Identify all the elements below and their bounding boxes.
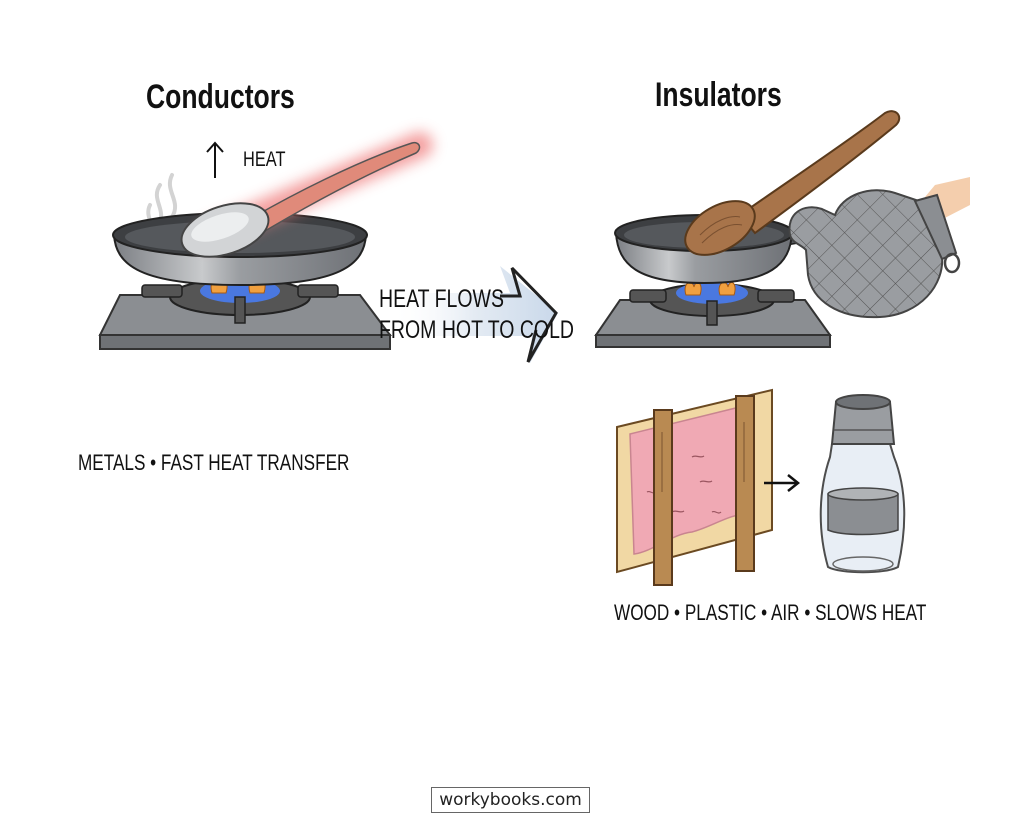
conductors-title: Conductors (146, 78, 295, 116)
insulated-wall-icon (616, 388, 773, 586)
heat-label: HEAT (243, 148, 286, 171)
stove-icon (594, 281, 832, 348)
small-arrow-icon (764, 474, 801, 492)
insulators-caption: WOOD • PLASTIC • AIR • SLOWS HEAT (614, 600, 927, 625)
heat-flow-text: HEAT FLOWS FROM HOT TO COLD (379, 284, 574, 346)
watermark-text: workybooks.com (439, 790, 582, 810)
conductors-caption: METALS • FAST HEAT TRANSFER (78, 450, 350, 475)
wooden-spoon-icon (684, 110, 901, 256)
conductor-illustration (98, 132, 433, 350)
up-arrow-icon (206, 141, 224, 178)
heat-flow-line2: FROM HOT TO COLD (379, 316, 575, 344)
thermos-icon (819, 394, 906, 574)
oven-mitt-icon (788, 189, 961, 319)
watermark-link[interactable]: workybooks.com (431, 787, 590, 813)
insulator-illustration (594, 110, 970, 348)
stove-icon (98, 278, 392, 350)
right-arrow-icon (390, 266, 558, 363)
metal-spoon-icon (180, 141, 421, 258)
insulation-illustration (616, 388, 906, 586)
insulators-title: Insulators (655, 76, 782, 114)
heat-flow-line1: HEAT FLOWS (379, 285, 504, 313)
